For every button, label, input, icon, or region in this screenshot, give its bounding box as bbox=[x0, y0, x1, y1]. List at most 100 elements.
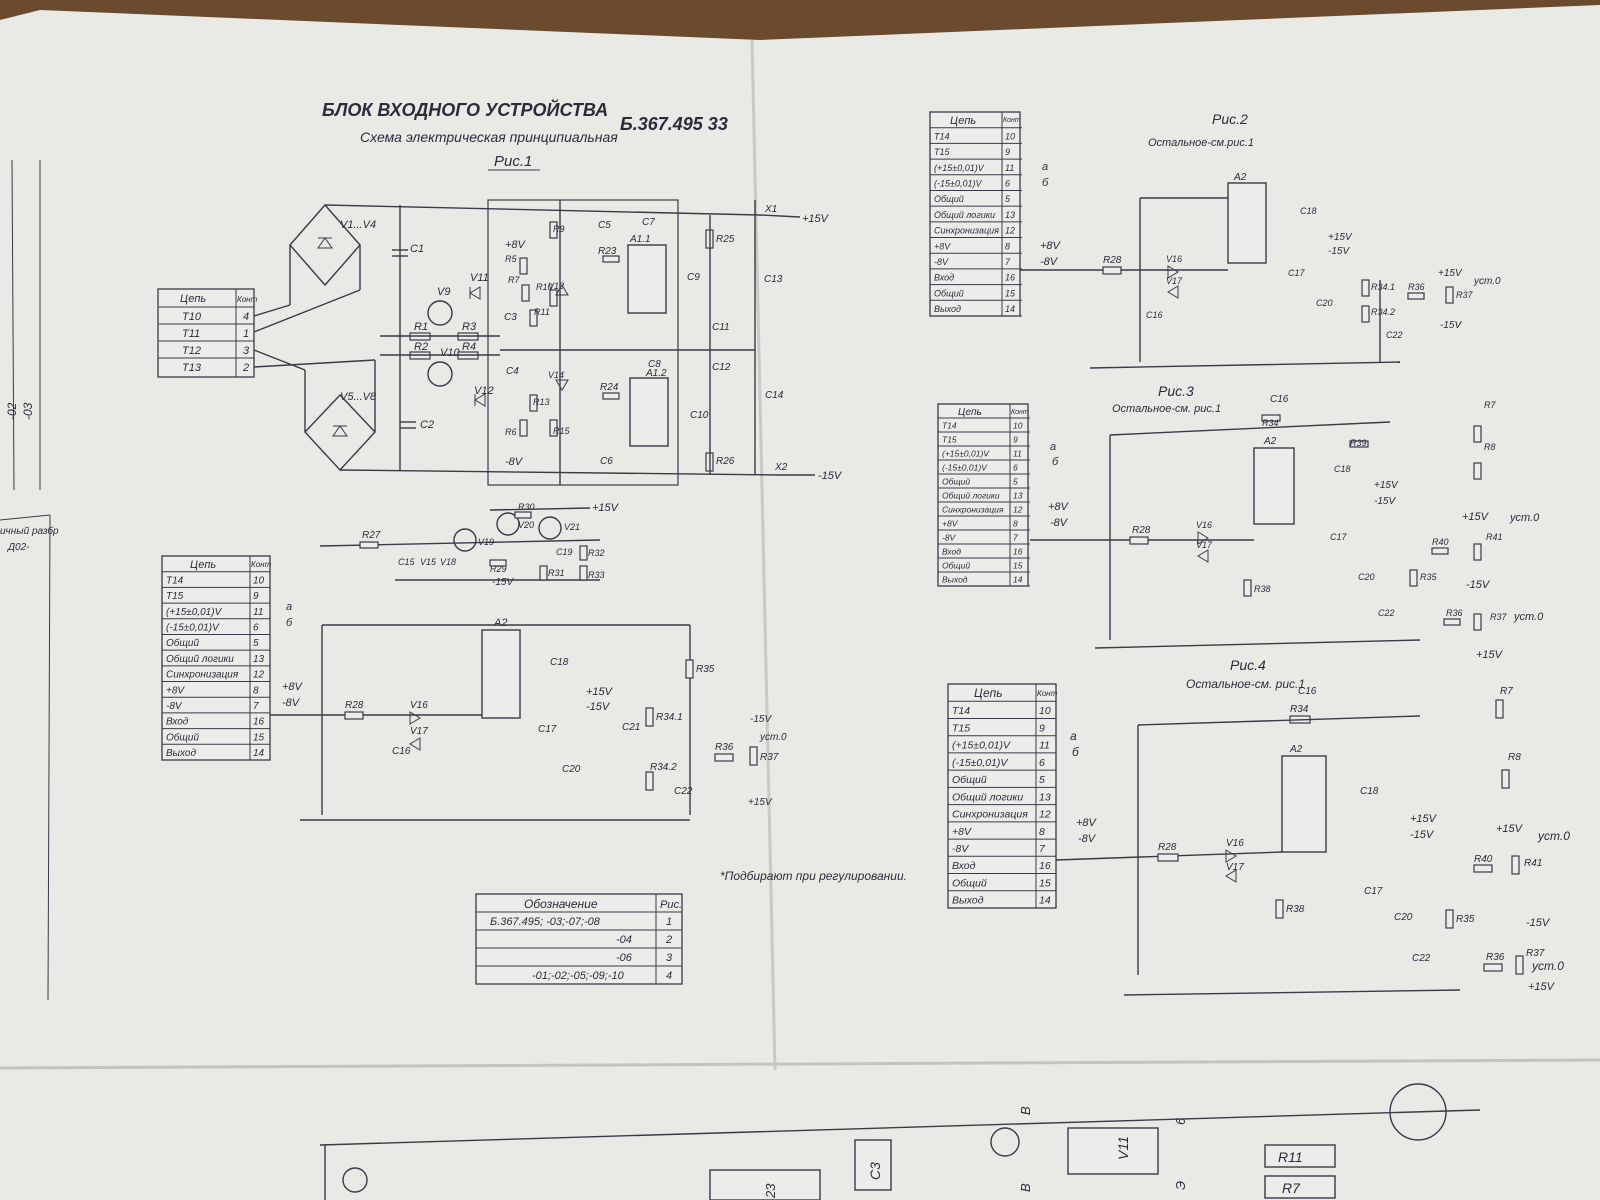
svg-text:+8V: +8V bbox=[1040, 240, 1062, 252]
table-cell-contact: 16 bbox=[253, 717, 265, 728]
svg-text:C16: C16 bbox=[392, 746, 411, 757]
table-cell-net: Общий bbox=[934, 288, 964, 298]
svg-text:C20: C20 bbox=[1358, 572, 1375, 582]
table-cell-contact: 15 bbox=[1013, 561, 1023, 571]
svg-text:R10: R10 bbox=[536, 282, 553, 292]
svg-text:-15V: -15V bbox=[586, 701, 611, 713]
table-cell-contact: 14 bbox=[1013, 575, 1023, 585]
svg-text:R7: R7 bbox=[508, 275, 520, 285]
figure-1-transistor-strip: R27 C15 V15 V18 V19 V20 V21 R29 R30 R31 … bbox=[319, 502, 620, 588]
svg-text:Остальное-см.рис.1: Остальное-см.рис.1 bbox=[1148, 137, 1254, 149]
svg-text:R33: R33 bbox=[588, 570, 605, 580]
svg-text:б: б bbox=[1072, 745, 1080, 759]
table-cell-net: Вход bbox=[934, 273, 954, 283]
table-cell-net: Общий bbox=[166, 637, 199, 649]
svg-text:+15V: +15V bbox=[1410, 813, 1438, 825]
svg-text:R34.1: R34.1 bbox=[1371, 282, 1395, 292]
svg-text:V17: V17 bbox=[1196, 540, 1213, 550]
table-cell-contact: 9 bbox=[253, 591, 259, 602]
svg-text:R41: R41 bbox=[1524, 858, 1542, 869]
svg-text:Конт: Конт bbox=[1011, 409, 1029, 416]
svg-text:-8V: -8V bbox=[1050, 517, 1069, 529]
table-cell-contact: 7 bbox=[1005, 257, 1011, 267]
svg-text:T13: T13 bbox=[182, 362, 202, 374]
margin-text: Д02- bbox=[7, 542, 30, 553]
svg-text:+15V: +15V bbox=[1462, 511, 1490, 523]
svg-text:C19: C19 bbox=[556, 547, 573, 557]
table-cell-net: Синхронизация bbox=[166, 670, 239, 681]
diagram-subtitle: Схема электрическая принципиальная bbox=[360, 129, 618, 145]
table-cell-net: Вход bbox=[942, 547, 961, 557]
svg-text:C8: C8 bbox=[648, 359, 661, 370]
svg-text:R37: R37 bbox=[1526, 948, 1545, 959]
table-cell-net: Общий bbox=[942, 561, 970, 571]
rail-minus15-label: -15V bbox=[818, 470, 843, 482]
svg-text:C20: C20 bbox=[562, 764, 581, 775]
table-cell-contact: 8 bbox=[1039, 826, 1045, 838]
svg-text:Цепь: Цепь bbox=[190, 559, 216, 571]
svg-text:-15V: -15V bbox=[1374, 496, 1396, 507]
svg-text:C22: C22 bbox=[1386, 330, 1403, 340]
svg-text:C9: C9 bbox=[687, 272, 700, 283]
table-cell-contact: 6 bbox=[253, 623, 259, 634]
svg-text:R25: R25 bbox=[716, 234, 735, 245]
svg-text:+8V: +8V bbox=[505, 239, 527, 251]
svg-text:+15V: +15V bbox=[1496, 823, 1524, 835]
svg-text:Цепь: Цепь bbox=[958, 407, 982, 418]
svg-text:X2: X2 bbox=[774, 462, 788, 473]
svg-text:C12: C12 bbox=[712, 362, 731, 373]
svg-text:A2: A2 bbox=[493, 617, 507, 629]
svg-text:R2: R2 bbox=[414, 341, 428, 353]
svg-text:V1...V4: V1...V4 bbox=[340, 219, 376, 231]
svg-text:C16: C16 bbox=[1298, 686, 1317, 697]
svg-text:3: 3 bbox=[243, 345, 250, 357]
svg-text:а: а bbox=[1070, 729, 1077, 743]
svg-text:C4: C4 bbox=[506, 366, 519, 377]
svg-text:C3: C3 bbox=[504, 312, 517, 323]
center-fold bbox=[750, 39, 777, 1071]
bottom-board-drawing: 23 C3 В В V11 6 Э R11 R7 bbox=[319, 1083, 1481, 1200]
svg-text:R7: R7 bbox=[1500, 686, 1513, 697]
svg-text:R28: R28 bbox=[1158, 842, 1177, 853]
svg-text:-15V: -15V bbox=[1328, 246, 1350, 257]
svg-text:C14: C14 bbox=[765, 390, 784, 401]
svg-text:R3: R3 bbox=[462, 321, 477, 333]
table-cell-contact: 14 bbox=[1005, 304, 1015, 314]
table-cell-net: Выход bbox=[942, 575, 968, 585]
table-cell-contact: 15 bbox=[1005, 288, 1016, 298]
svg-text:-8V: -8V bbox=[1078, 833, 1097, 845]
margin-text: -02 bbox=[5, 402, 19, 420]
svg-text:-15V: -15V bbox=[1526, 917, 1551, 929]
svg-text:1: 1 bbox=[243, 328, 249, 340]
svg-text:-8V: -8V bbox=[505, 456, 524, 468]
table-cell-contact: 16 bbox=[1005, 273, 1015, 283]
svg-text:V16: V16 bbox=[1226, 838, 1244, 849]
svg-text:C20: C20 bbox=[1394, 912, 1413, 923]
svg-text:R28: R28 bbox=[1132, 525, 1151, 536]
table-cell-contact: 6 bbox=[1013, 463, 1018, 473]
table-cell-contact: 9 bbox=[1005, 147, 1010, 157]
table-cell-net: -8V bbox=[952, 843, 969, 855]
table-cell-net: -8V bbox=[942, 533, 957, 543]
table-cell-net: Выход bbox=[166, 748, 196, 759]
table-cell-contact: 11 bbox=[1039, 740, 1050, 752]
table-cell-contact: 15 bbox=[253, 732, 265, 743]
svg-text:уст.0: уст.0 bbox=[1537, 829, 1570, 843]
svg-text:R35: R35 bbox=[1420, 572, 1438, 582]
table-cell-contact: 8 bbox=[1013, 519, 1018, 529]
svg-text:R32: R32 bbox=[588, 548, 605, 558]
table-cell-net: T14 bbox=[942, 421, 957, 431]
svg-text:C1: C1 bbox=[410, 243, 424, 255]
svg-text:R34.1: R34.1 bbox=[656, 712, 683, 723]
svg-text:C16: C16 bbox=[1146, 310, 1163, 320]
svg-text:C17: C17 bbox=[1364, 886, 1383, 897]
svg-text:+15V: +15V bbox=[1374, 480, 1399, 491]
svg-text:R5: R5 bbox=[505, 254, 517, 264]
table-cell-contact: 13 bbox=[1005, 210, 1015, 220]
table-cell-net: (-15±0,01)V bbox=[952, 757, 1008, 769]
svg-text:уст.0: уст.0 bbox=[1531, 959, 1564, 973]
table-cell-contact: 13 bbox=[253, 654, 265, 665]
